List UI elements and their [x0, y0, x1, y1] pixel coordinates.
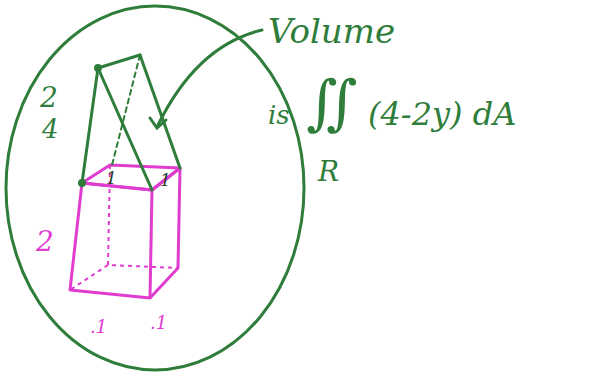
hidden-edge — [108, 165, 178, 268]
box — [70, 165, 180, 298]
note-word: is — [268, 102, 290, 128]
integral-sign: ∬ — [306, 72, 357, 132]
hidden-edge — [112, 55, 140, 165]
dimension: .1 — [90, 318, 107, 336]
side-edge — [140, 55, 180, 168]
side-edge — [82, 68, 98, 183]
region-name: R — [318, 158, 339, 186]
dimension: 2 — [40, 84, 58, 112]
side-edge — [98, 68, 152, 190]
box-top-face — [82, 165, 180, 190]
dimension: 1 — [160, 172, 171, 189]
enclosing-oval — [6, 6, 304, 370]
top-edge — [98, 55, 140, 68]
note-word: Volume — [268, 14, 395, 48]
leader-tip — [150, 118, 166, 128]
corner-dot — [96, 66, 101, 71]
solid-top — [80, 55, 181, 190]
leader-line — [158, 30, 262, 125]
dimension: .1 — [150, 314, 167, 332]
hidden-edge — [70, 265, 108, 290]
box-front-face — [70, 183, 152, 298]
dimension: 2 — [36, 228, 54, 256]
integrand: (4-2y) dA — [368, 98, 516, 130]
corner-dot — [80, 181, 85, 186]
box-right-face — [150, 168, 180, 298]
dimension: 4 — [42, 116, 59, 142]
dimension: 1 — [106, 170, 117, 187]
